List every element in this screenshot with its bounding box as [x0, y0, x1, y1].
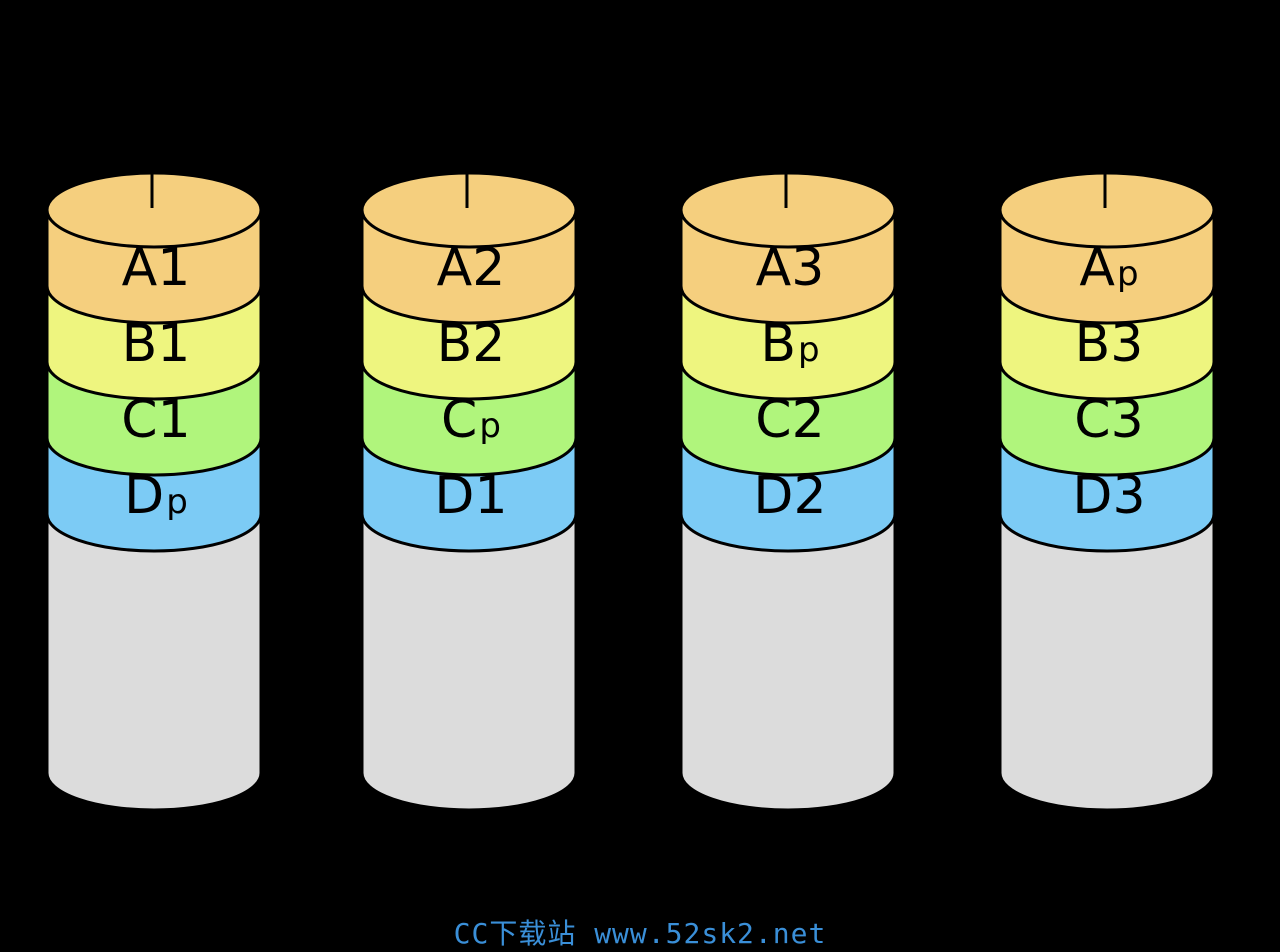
watermark-text: CC下载站 www.52sk2.net: [453, 917, 827, 950]
segment-label-d-parity: Dp: [124, 466, 188, 526]
disk-top-cap: [998, 171, 1216, 249]
segment-label-c: C3: [1074, 390, 1143, 450]
label-index: 1: [158, 390, 191, 450]
segment-label-d: D2: [753, 466, 826, 526]
segment-label-b: B1: [122, 314, 191, 374]
segment-label-b: B3: [1075, 314, 1144, 374]
label-index: 1: [157, 314, 190, 374]
label-base: D: [753, 466, 793, 526]
label-base: C: [755, 390, 791, 450]
label-index: 1: [474, 466, 507, 526]
disk-body: [679, 512, 897, 812]
label-base: A: [756, 238, 792, 298]
label-index: 2: [793, 466, 826, 526]
label-index: 2: [472, 238, 505, 298]
label-base: B: [1075, 314, 1111, 374]
segment-label-a: A1: [122, 238, 191, 298]
disk-body: [998, 512, 1216, 812]
label-base: B: [760, 314, 796, 374]
label-base: D: [124, 466, 164, 526]
label-index: 3: [791, 238, 824, 298]
segment-label-b: B2: [437, 314, 506, 374]
label-base: B: [122, 314, 158, 374]
disk-top-cap: [679, 171, 897, 249]
label-index: 1: [157, 238, 190, 298]
label-base: D: [1072, 466, 1112, 526]
label-base: D: [434, 466, 474, 526]
segment-label-a-parity: Ap: [1079, 238, 1138, 298]
disk-body: [45, 512, 263, 812]
label-parity-subscript: p: [1117, 254, 1139, 294]
label-index: 3: [1110, 314, 1143, 374]
segment-label-b-parity: Bp: [760, 314, 819, 374]
label-base: A: [1079, 238, 1115, 298]
label-parity-subscript: p: [166, 482, 188, 522]
disk-body: [360, 512, 578, 812]
disk-top-cap: [45, 171, 263, 249]
segment-label-c: C1: [121, 390, 190, 450]
segment-label-a: A2: [437, 238, 506, 298]
label-base: C: [1074, 390, 1110, 450]
label-base: A: [437, 238, 473, 298]
label-base: A: [122, 238, 158, 298]
segment-label-a: A3: [756, 238, 825, 298]
disk-top-cap: [360, 171, 578, 249]
label-index: 3: [1111, 390, 1144, 450]
segment-label-c-parity: Cp: [441, 390, 501, 450]
label-base: C: [121, 390, 157, 450]
segment-label-c: C2: [755, 390, 824, 450]
label-index: 2: [792, 390, 825, 450]
label-base: B: [437, 314, 473, 374]
label-index: 3: [1112, 466, 1145, 526]
label-parity-subscript: p: [479, 406, 501, 446]
segment-label-d: D3: [1072, 466, 1145, 526]
label-index: 2: [472, 314, 505, 374]
label-base: C: [441, 390, 477, 450]
segment-label-d: D1: [434, 466, 507, 526]
label-parity-subscript: p: [798, 330, 820, 370]
